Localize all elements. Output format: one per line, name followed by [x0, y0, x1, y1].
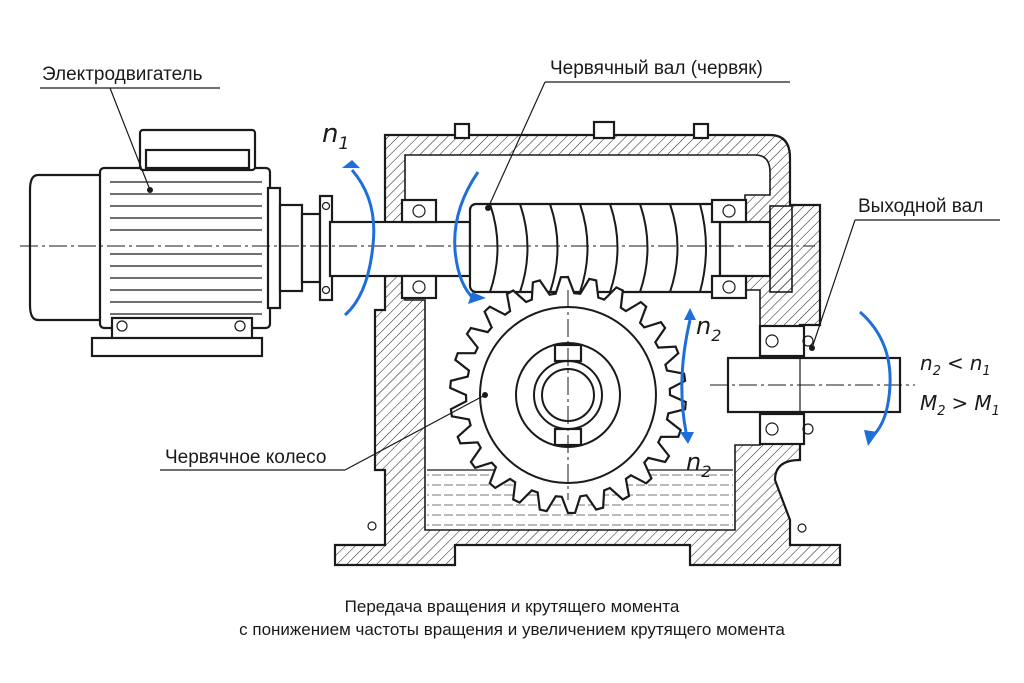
- label-motor: Электродвигатель: [42, 64, 203, 85]
- label-worm-wheel: Червячное колесо: [165, 447, 326, 468]
- rotation-arrow-worm: [453, 171, 480, 302]
- rotation-arrow-motor: [343, 169, 376, 317]
- relation-torque: M2>M1: [920, 391, 1000, 419]
- housing-top-bolts: [453, 120, 710, 140]
- relation-speed: n2<n1: [920, 351, 991, 379]
- rotation-arrows: [342, 160, 892, 446]
- rotation-arrow-output: [859, 310, 892, 440]
- rotation-arrow-wheel: [680, 319, 692, 433]
- label-worm-shaft: Червячный вал (червяк): [550, 58, 763, 79]
- symbol-n2-bottom: n2: [686, 448, 711, 481]
- caption-line-1: Передача вращения и крутящего момента: [344, 597, 680, 616]
- caption-line-2: с понижением частоты вращения и увеличен…: [239, 620, 785, 639]
- symbol-n1: n1: [322, 119, 349, 154]
- worm-threads: [489, 203, 707, 293]
- motor-cooling-fins: [110, 181, 262, 315]
- label-output-shaft: Выходной вал: [858, 196, 983, 217]
- symbol-n2-top: n2: [696, 312, 721, 345]
- electric-motor: [28, 128, 334, 358]
- leader-lines: [40, 81, 1000, 471]
